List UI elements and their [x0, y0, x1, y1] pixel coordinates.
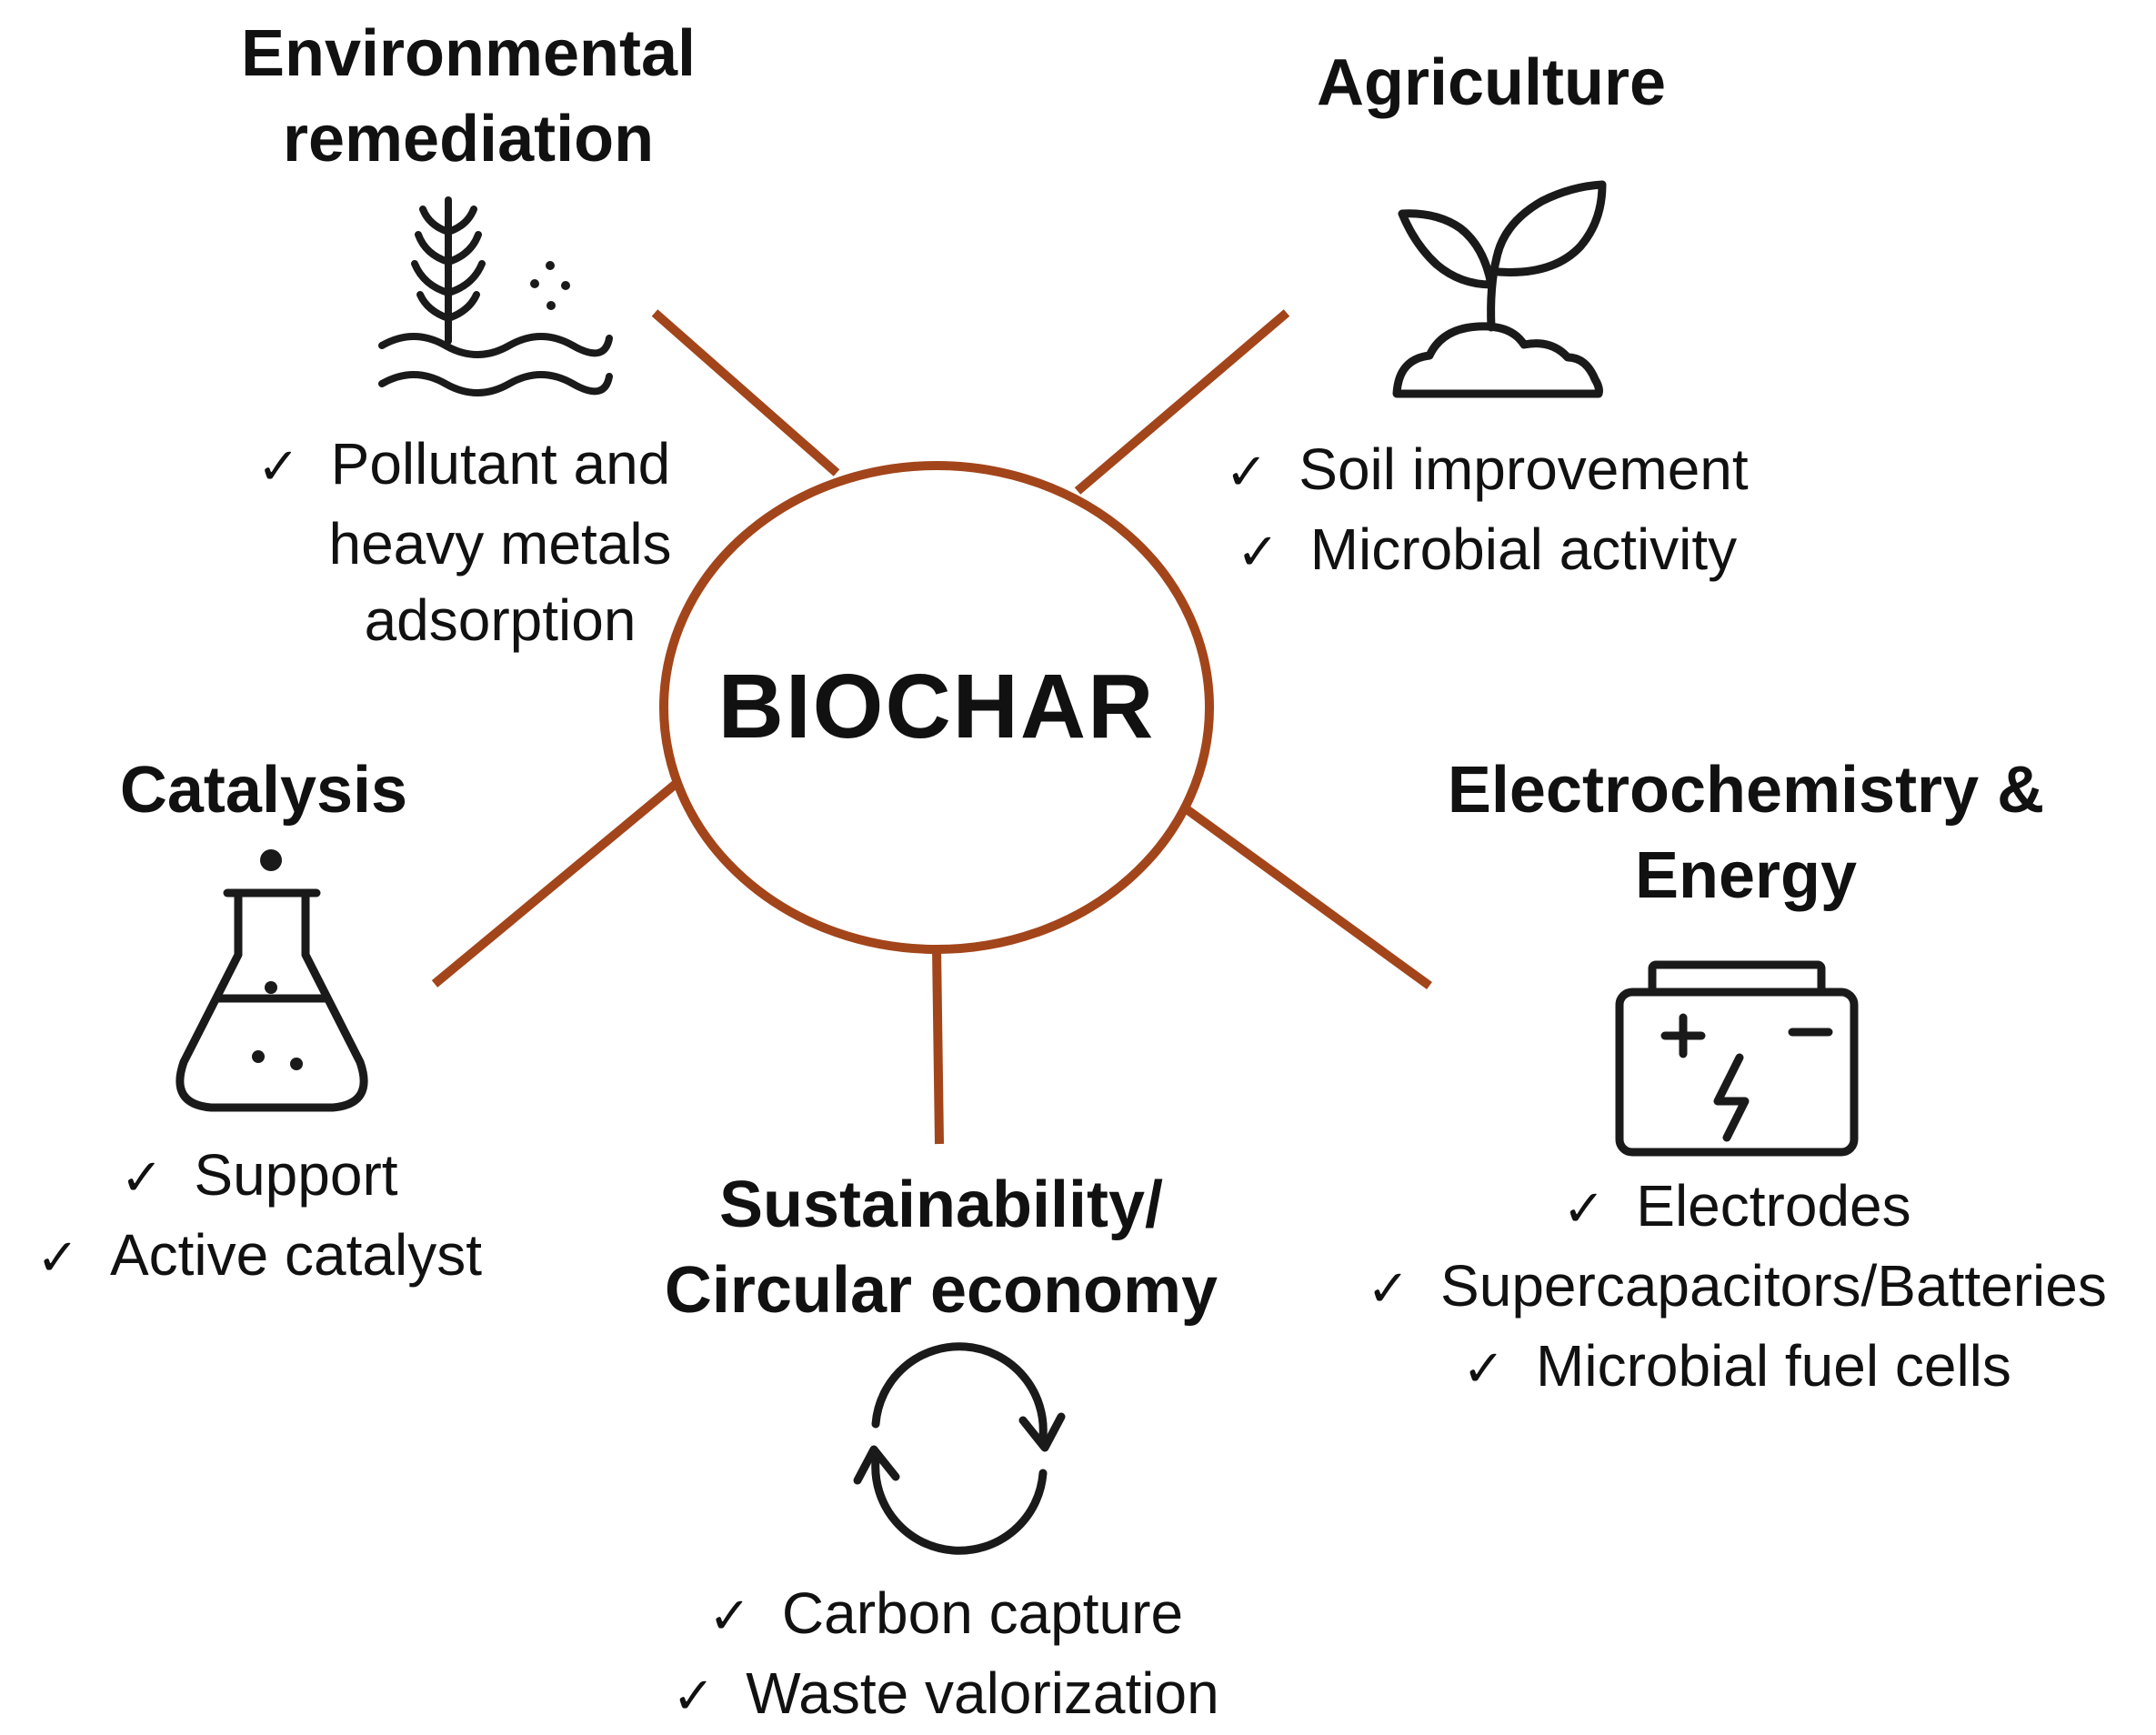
- check-icon: ✓: [36, 1229, 79, 1288]
- check-icon: ✓: [707, 1587, 751, 1646]
- check-item-text: Support: [194, 1142, 398, 1208]
- check-item: ✓ Electrodes: [1328, 1168, 2146, 1248]
- check-icon: ✓: [1225, 443, 1269, 502]
- check-item: ✓ Microbial fuel cells: [1328, 1328, 2146, 1408]
- check-item: ✓ Microbial activity: [1182, 511, 1791, 591]
- check-item: ✓ Pollutant and heavy metals adsorption: [209, 426, 718, 658]
- check-item-line: ✓ Pollutant and: [209, 426, 718, 506]
- center-label: BIOCHAR: [717, 656, 1156, 757]
- check-item: ✓ Support: [0, 1137, 518, 1217]
- check-item-text: Supercapacitors/Batteries: [1440, 1253, 2107, 1319]
- title-line: Sustainability/: [718, 1168, 1164, 1241]
- wetland-plant-icon: [373, 191, 618, 396]
- check-item-text: Soil improvement: [1299, 436, 1749, 502]
- check-item-line: heavy metals: [328, 511, 672, 577]
- environmental-checklist: ✓ Pollutant and heavy metals adsorption: [209, 426, 718, 658]
- check-icon: ✓: [256, 437, 300, 496]
- catalysis-title: Catalysis: [36, 747, 491, 833]
- check-item-text: Microbial fuel cells: [1536, 1333, 2011, 1399]
- title-line: Catalysis: [119, 754, 408, 827]
- check-item: ✓ Supercapacitors/Batteries: [1328, 1248, 2146, 1328]
- electrochemistry-title: Electrochemistry & Energy: [1373, 747, 2119, 918]
- check-icon: ✓: [1367, 1259, 1410, 1319]
- biochar-circle: [659, 461, 1214, 954]
- battery-icon: [1614, 959, 1860, 1162]
- environmental-title: Environmental remediation: [196, 11, 741, 182]
- connector-lines: [431, 309, 1432, 1145]
- connector-environmental: [651, 309, 840, 476]
- check-item: ✓ Soil improvement: [1182, 431, 1791, 511]
- connector-electrochemistry: [1184, 805, 1432, 990]
- check-item: ✓ Carbon capture: [627, 1575, 1264, 1655]
- check-item: ✓ Waste valorization: [627, 1655, 1264, 1735]
- check-item-text: Electrodes: [1636, 1173, 1911, 1239]
- title-line: Agriculture: [1316, 46, 1667, 119]
- title-line: Circular economy: [664, 1254, 1218, 1327]
- title-line: remediation: [282, 103, 655, 176]
- sprout-icon: [1389, 177, 1608, 405]
- connector-catalysis: [431, 777, 684, 988]
- check-icon: ✓: [120, 1148, 164, 1208]
- check-item-line: adsorption: [364, 587, 637, 653]
- sustainability-checklist: ✓ Carbon capture ✓ Waste valorization: [627, 1575, 1264, 1735]
- check-item-text: Waste valorization: [746, 1660, 1219, 1726]
- check-icon: ✓: [1562, 1179, 1606, 1239]
- check-item-text: Carbon capture: [781, 1580, 1184, 1646]
- recycle-arrows-icon: [850, 1342, 1068, 1555]
- check-icon: ✓: [1462, 1339, 1506, 1399]
- agriculture-checklist: ✓ Soil improvement ✓ Microbial activity: [1182, 431, 1791, 591]
- title-line: Energy: [1634, 839, 1858, 912]
- sustainability-title: Sustainability/ Circular economy: [600, 1162, 1282, 1333]
- check-icon: ✓: [672, 1667, 716, 1726]
- catalysis-checklist: ✓ Support ✓ Active catalyst: [0, 1137, 518, 1297]
- check-icon: ✓: [1236, 523, 1279, 582]
- title-line: Electrochemistry &: [1447, 754, 2045, 827]
- check-item-text: Pollutant and: [330, 431, 671, 496]
- check-item-text: Microbial activity: [1309, 516, 1738, 582]
- check-item: ✓ Active catalyst: [0, 1217, 518, 1297]
- electrochemistry-checklist: ✓ Electrodes ✓ Supercapacitors/Batteries ✓…: [1328, 1168, 2146, 1408]
- agriculture-title: Agriculture: [1218, 40, 1764, 125]
- flask-icon: [164, 846, 382, 1119]
- title-line: Environmental: [240, 17, 697, 90]
- connector-agriculture: [1074, 309, 1290, 495]
- connector-sustainability: [932, 948, 944, 1145]
- check-item-text: Active catalyst: [109, 1222, 482, 1288]
